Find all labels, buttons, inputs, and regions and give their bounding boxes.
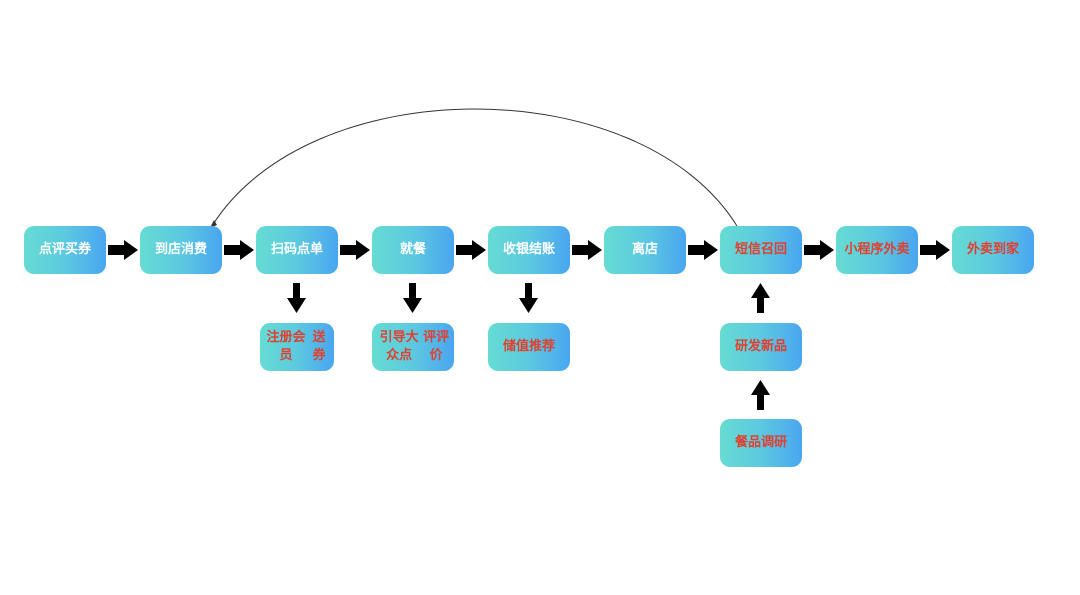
arrow-right-7 [804,240,834,260]
arrow-right-8 [920,240,950,260]
node-guide-review-line1: 引导大众点 [379,330,419,363]
arrow-down-3 [519,283,538,313]
arrow-right-5 [572,240,602,260]
branch-up-arrows [751,283,770,410]
node-in-store-consumption: 到店消费 [140,226,222,274]
branch-down-arrows [287,283,538,313]
node-takeout-delivery: 外卖到家 [952,226,1034,274]
node-meal-survey-label: 餐品调研 [734,435,787,450]
arrow-down-2 [403,283,422,313]
node-new-product-rd-label: 研发新品 [734,339,787,354]
feedback-curve [211,108,738,227]
node-dining: 就餐 [372,226,454,274]
arrow-right-1 [108,240,138,260]
node-register-member-line1: 注册会员 [266,330,306,363]
node-sms-recall: 短信召回 [720,226,802,274]
node-register-member-line2: 送券 [312,330,326,363]
node-checkout: 收银结账 [488,226,570,274]
node-scan-to-order: 扫码点单 [256,226,338,274]
node-guide-review: 引导大众点 评评价 [372,323,454,371]
arrow-right-6 [688,240,718,260]
arrow-down-1 [287,283,306,313]
arrow-right-2 [224,240,254,260]
node-dianping-coupon: 点评买券 [24,226,106,274]
node-meal-survey: 餐品调研 [720,419,802,467]
arrow-up-1 [751,283,770,313]
node-stored-value: 储值推荐 [488,323,570,371]
node-new-product-rd: 研发新品 [720,323,802,371]
node-leave-store: 离店 [604,226,686,274]
node-miniprogram-takeout: 小程序外卖 [836,226,918,274]
arrow-right-3 [340,240,370,260]
main-flow-arrows [108,240,950,260]
node-guide-review-line2: 评评价 [423,330,450,363]
node-stored-value-label: 储值推荐 [502,339,555,354]
node-register-member: 注册会员 送券 [260,323,334,371]
arrow-up-2 [751,380,770,410]
arrow-right-4 [456,240,486,260]
